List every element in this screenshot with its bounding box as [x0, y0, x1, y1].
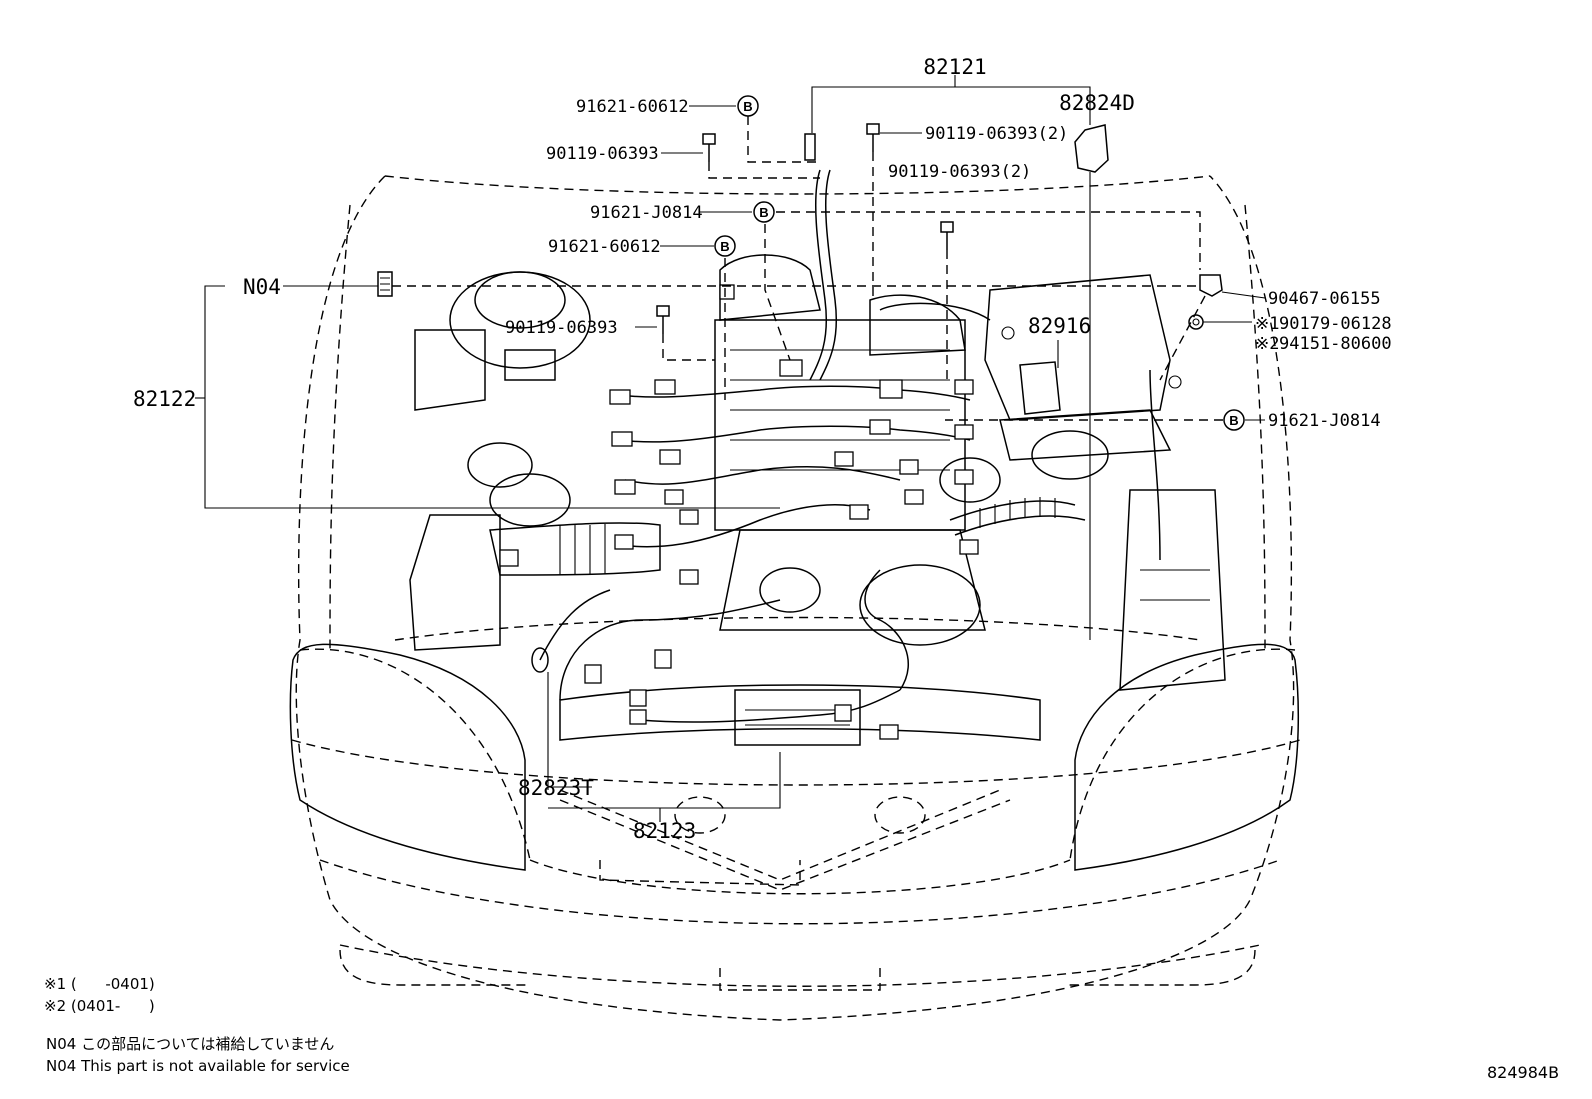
label-82916: 82916: [1028, 314, 1091, 338]
leader-lines: [195, 75, 1266, 822]
badge-b-1: [737, 95, 759, 117]
engine-bay-art: [289, 123, 1300, 871]
label-82823t: 82823T: [518, 776, 594, 800]
badge-b-1-letter: B: [743, 99, 752, 114]
label-82824d: 82824D: [1059, 91, 1135, 115]
label-90119-06393-top: 90119-06393: [546, 144, 659, 164]
label-90179-06128: 90179-06128: [1279, 314, 1392, 334]
badge-b-2-letter: B: [759, 205, 768, 220]
label-90467-06155: 90467-06155: [1268, 289, 1381, 309]
label-94151-80600: 94151-80600: [1279, 334, 1392, 354]
label-90119-06393-2-top: 90119-06393(2): [925, 124, 1068, 144]
n04-note-english: N04 This part is not available for servi…: [46, 1057, 350, 1075]
badge-b-4-letter: B: [1229, 413, 1238, 428]
vehicle-body-outline: [291, 175, 1301, 1021]
part-labels: 82121 82824D 91621-60612 B 90119-06393 9…: [133, 55, 1392, 843]
label-90119-06393-left: 90119-06393: [505, 318, 618, 338]
mark-note-1: ※1: [1255, 314, 1279, 334]
badge-b-4: [1223, 409, 1245, 431]
mark-note-2: ※2: [1255, 334, 1279, 354]
badge-b-2: [753, 201, 775, 223]
badge-b-3-letter: B: [720, 239, 729, 254]
label-91621-j0814: 91621-J0814: [590, 203, 703, 223]
note-1-range: ※1 ( -0401): [44, 975, 155, 993]
drawing-number: 824984B: [1487, 1063, 1560, 1082]
badge-b-3: [714, 235, 736, 257]
label-91621-j0814-right: 91621-J0814: [1268, 411, 1381, 431]
label-82121: 82121: [923, 55, 986, 79]
label-91621-60612-second: 91621-60612: [548, 237, 661, 257]
note-2-range: ※2 (0401- ): [44, 997, 155, 1015]
n04-note-japanese: N04 この部品については補給していません: [46, 1035, 335, 1053]
label-82122: 82122: [133, 387, 196, 411]
label-90119-06393-2-mid: 90119-06393(2): [888, 162, 1031, 182]
label-n04: N04: [243, 275, 281, 299]
label-82123: 82123: [633, 819, 696, 843]
label-91621-60612-top: 91621-60612: [576, 97, 689, 117]
